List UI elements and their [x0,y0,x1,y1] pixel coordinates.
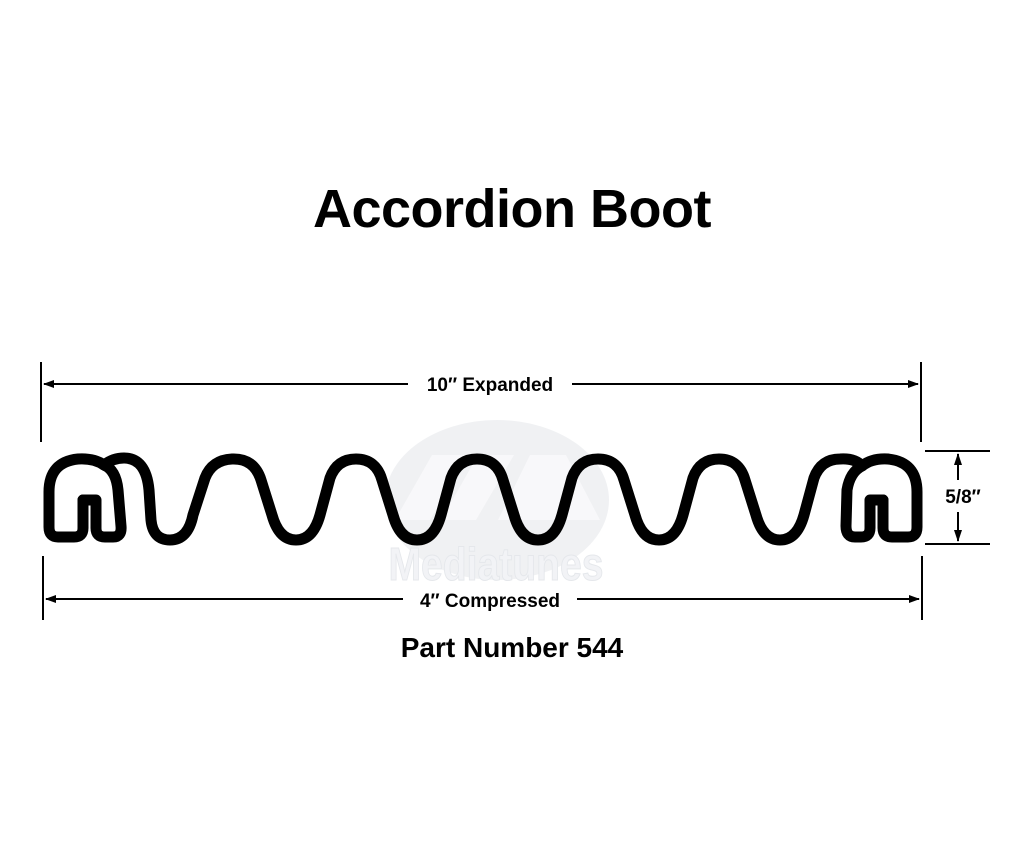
accordion-profile [43,452,923,546]
expanded-label: 10″ Expanded [427,375,553,396]
compressed-dimension [42,556,923,620]
watermark: Mediatunes [385,420,609,591]
diagram-title: Accordion Boot [313,179,711,239]
compressed-label: 4″ Compressed [420,591,560,612]
watermark-text: Mediatunes [389,538,604,590]
expanded-dimension [40,362,922,442]
height-label: 5/8″ [945,487,981,508]
part-number: Part Number 544 [400,632,624,663]
height-dimension [925,450,990,545]
